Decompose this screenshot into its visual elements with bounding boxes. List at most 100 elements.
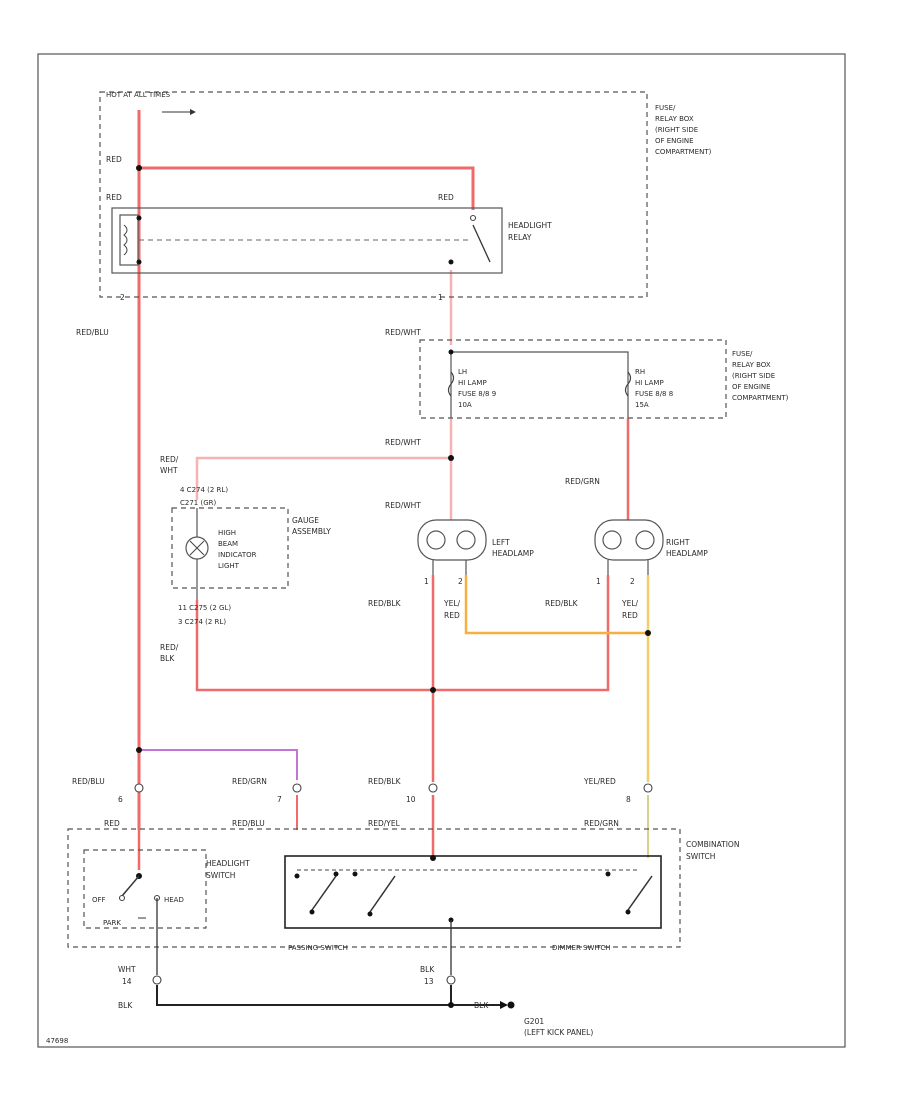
ground-point-icon [507, 1001, 515, 1009]
svg-text:RELAY: RELAY [508, 233, 532, 242]
park-label: PARK [103, 919, 121, 927]
wire-label-red-blk-3: RED/BLK [368, 777, 402, 786]
svg-text:YEL/: YEL/ [621, 599, 638, 608]
bulb-cross-b [189, 540, 205, 556]
high-beam-label: HIGH BEAM INDICATOR LIGHT [218, 529, 257, 570]
svg-text:LEFT: LEFT [492, 538, 510, 547]
svg-text:HEADLIGHT: HEADLIGHT [508, 221, 552, 230]
dimmer-contact-b [625, 909, 631, 915]
right-headlamp-high-filament-icon [635, 530, 655, 550]
off-label: OFF [92, 896, 106, 904]
svg-text:RED: RED [622, 611, 638, 620]
combination-switch-label: COMBINATION SWITCH [686, 840, 739, 861]
svg-text:RELAY BOX: RELAY BOX [655, 115, 694, 123]
wire-label-red-wht-2: RED/WHT [385, 438, 421, 447]
wire-label-red-3: RED [438, 193, 454, 202]
rh-fuse-label: RH HI LAMP FUSE 8/8 8 15A [635, 368, 673, 409]
svg-text:RED/: RED/ [160, 643, 179, 652]
svg-text:BEAM: BEAM [218, 540, 238, 548]
svg-text:14: 14 [122, 977, 132, 986]
gauge-return-wire-label: RED/ BLK [160, 643, 179, 663]
splice-node-red-grn [136, 747, 142, 753]
wire-yel-red-lh [464, 575, 648, 635]
svg-text:10A: 10A [458, 401, 472, 409]
wire-label-yel-red-2: YEL/ RED [621, 599, 638, 620]
splice-node-yel-red [645, 630, 651, 636]
wire-label-red-wht-1: RED/WHT [385, 328, 421, 337]
ground-splice [448, 1002, 454, 1008]
fuse-bus [451, 351, 629, 372]
switch-input-node [430, 855, 436, 861]
wire-red-grn-2 [139, 749, 298, 780]
switch-contact-e [367, 911, 373, 917]
svg-text:ASSEMBLY: ASSEMBLY [292, 527, 331, 536]
svg-text:15A: 15A [635, 401, 649, 409]
svg-text:HEADLAMP: HEADLAMP [492, 549, 534, 558]
svg-text:COMPARTMENT): COMPARTMENT) [732, 394, 789, 402]
relay-coil [119, 214, 139, 266]
passing-switch-label: PASSING SWITCH [288, 944, 348, 952]
svg-text:G201: G201 [524, 1017, 544, 1026]
svg-text:(RIGHT SIDE: (RIGHT SIDE [732, 372, 775, 380]
pin-7-label: 7 [277, 795, 282, 804]
fuse-relay-box-1 [99, 91, 648, 298]
svg-text:OF ENGINE: OF ENGINE [732, 383, 771, 391]
svg-text:WHT: WHT [160, 466, 178, 475]
hot-at-all-times-label: HOT AT ALL TIMES [106, 91, 171, 99]
connector-c274-top: 4 C274 (2 RL) [180, 486, 228, 494]
wire-label-red-blu: RED/BLU [76, 328, 109, 337]
blk-13-label: BLK 13 [420, 965, 435, 986]
pin-6-label: 6 [118, 795, 123, 804]
svg-text:FUSE/: FUSE/ [655, 104, 676, 112]
wire-label-red-yel: RED/YEL [368, 819, 401, 828]
connector-pin-13 [446, 975, 456, 985]
lh-pin-2: 2 [458, 577, 463, 586]
wire-label-red-blu-sw: RED/BLU [72, 777, 105, 786]
svg-text:FUSE 8/8 8: FUSE 8/8 8 [635, 390, 673, 398]
svg-text:RED/: RED/ [160, 455, 179, 464]
relay-pin-2: 2 [120, 293, 125, 302]
rh-pin-1: 1 [596, 577, 601, 586]
wire-label-red-blk-2: RED/BLK [545, 599, 579, 608]
switch-contact-b [309, 909, 315, 915]
outer-frame [37, 53, 846, 1048]
wire-label-red-grn-2: RED/GRN [232, 777, 267, 786]
headlight-switch [83, 849, 207, 929]
svg-text:HI LAMP: HI LAMP [635, 379, 664, 387]
dimmer-contact-a [605, 871, 611, 877]
svg-text:SWITCH: SWITCH [686, 852, 715, 861]
svg-text:LIGHT: LIGHT [218, 562, 240, 570]
relay-contact-out [448, 259, 454, 265]
splice-node [136, 165, 142, 171]
lh-fuse-icon [447, 371, 455, 397]
wire-label-blk-2: BLK [474, 1001, 489, 1010]
gauge-wire-label: RED/ WHT [160, 455, 179, 475]
headlight-switch-arm [121, 875, 140, 897]
wire-red-wht-gauge [195, 456, 451, 500]
gauge-assembly [171, 507, 289, 589]
rh-pin-2: 2 [630, 577, 635, 586]
pin-8-label: 8 [626, 795, 631, 804]
svg-text:13: 13 [424, 977, 434, 986]
dimmer-switch-arm [627, 875, 653, 911]
svg-text:GAUGE: GAUGE [292, 516, 319, 525]
head-label: HEAD [164, 896, 184, 904]
connector-pin-6 [134, 783, 144, 793]
off-contact [118, 894, 126, 902]
wire-label-blk-1: BLK [118, 1001, 133, 1010]
svg-text:HEADLAMP: HEADLAMP [666, 549, 708, 558]
svg-text:FUSE/: FUSE/ [732, 350, 753, 358]
svg-text:RED: RED [444, 611, 460, 620]
switch-contact-c [333, 871, 339, 877]
relay-contact-top [469, 214, 477, 222]
left-headlamp-high-filament-icon [456, 530, 476, 550]
passing-switch-arm-1 [311, 875, 337, 911]
left-headlamp-low-filament-icon [426, 530, 446, 550]
rh-fuse-icon [624, 371, 632, 397]
connector-pin-8 [643, 783, 653, 793]
wire-label-red-grn-1: RED/GRN [565, 477, 600, 486]
right-headlamp [594, 519, 664, 575]
relay-coil-winding-icon [123, 224, 128, 256]
